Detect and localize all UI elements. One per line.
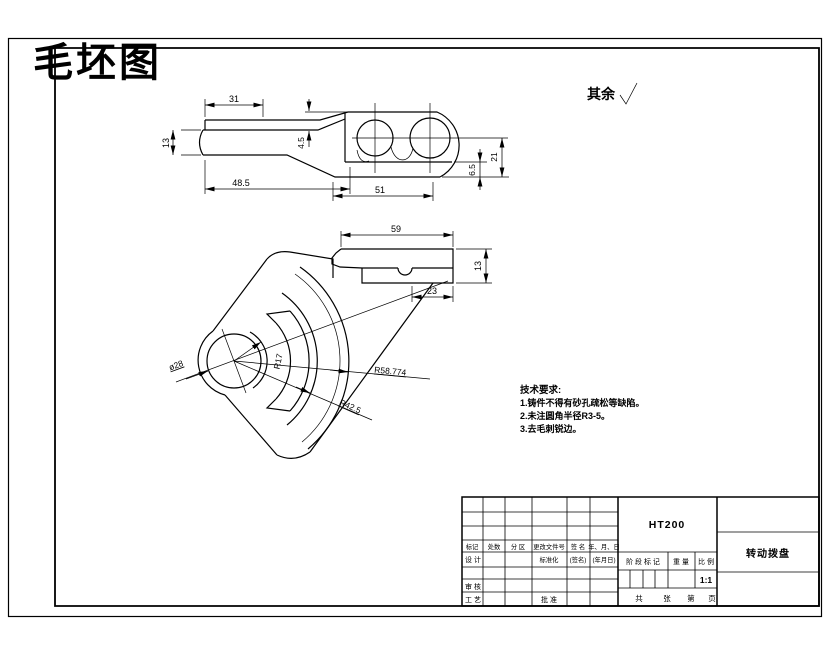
slot-top-cap	[265, 310, 291, 324]
ext-65	[442, 161, 509, 178]
inner-frame	[54, 47, 820, 607]
leader-dia28-arrow	[185, 370, 209, 380]
roughness-icon	[619, 82, 638, 105]
slot-bottom-cap	[265, 398, 291, 412]
date-label: (年月日)	[592, 555, 615, 564]
head-block-left-jog	[331, 248, 363, 269]
title-block: HT200 转动拨盘 1:1 标记 处数 分 区 更改文件号 签 名 年、月、日…	[461, 496, 820, 607]
top-view-dimensions: 31 13 4.5 48.5 51 6.5 21	[161, 94, 509, 201]
leader-r425-arrow	[295, 386, 311, 394]
tech-req-title: 技术要求:	[520, 384, 561, 396]
bar-bottom-edge	[203, 154, 440, 178]
head-block-outline	[341, 248, 454, 284]
part-name: 转动拨盘	[746, 547, 790, 560]
front-view: ø28 R17 R58.774 R42.5 59 13 23	[167, 224, 492, 459]
header-zone: 分 区	[511, 542, 525, 551]
header-count: 处数	[488, 542, 501, 551]
page-ordinal-label: 第	[687, 593, 695, 603]
bar-top-edge	[203, 118, 346, 131]
dim-head-width: 59	[391, 224, 401, 234]
dim-head-length: 51	[375, 185, 385, 195]
title-block-major-dividers	[617, 497, 718, 606]
fan-top-lobe	[266, 251, 291, 260]
web-fillet-left	[356, 149, 370, 163]
name-section-rows	[717, 531, 819, 573]
main-axis-centerline	[175, 280, 449, 383]
top-view-upper-outline	[205, 111, 460, 178]
scale-label: 比 例	[698, 557, 714, 566]
outer-face-arc	[299, 266, 350, 450]
fan-lower-left-edge	[224, 394, 278, 456]
dim-bar-height: 13	[161, 138, 171, 148]
revision-table-columns	[482, 497, 591, 606]
leader-r17-arrow	[233, 341, 262, 362]
page-label: 页	[708, 594, 716, 603]
sheet-total-label: 共	[635, 594, 643, 603]
stage-mark-label: 阶 段 标 记	[626, 557, 660, 566]
technical-requirements: 技术要求: 1.铸件不得有砂孔疏松等缺陷。 2.未注圆角半径R3-5。 3.去毛…	[520, 384, 645, 434]
dim-arm-length: 48.5	[232, 178, 250, 188]
process-label: 工 艺	[465, 596, 481, 604]
stage-mark-cells	[629, 570, 656, 588]
header-signature: 签 名	[571, 542, 585, 551]
dim-mid-radius: R42.5	[338, 397, 363, 415]
fan-upper-left-edge	[212, 258, 268, 332]
title-block-border	[461, 496, 820, 607]
slot-inner-arc	[275, 322, 292, 400]
outer-frame	[7, 37, 823, 618]
tech-req-item-1: 1.铸件不得有砂孔疏松等缺陷。	[520, 397, 645, 408]
inner-face-arc	[249, 331, 268, 389]
slot-outer-arc	[289, 310, 310, 412]
tech-req-item-2: 2.未注圆角半径R3-5。	[520, 410, 610, 421]
material-value: HT200	[649, 519, 686, 531]
dim-outer-radius: R58.774	[374, 365, 407, 378]
bar-round-end	[198, 129, 204, 156]
mid-face-arc	[281, 292, 318, 426]
leader-r58-arrow	[329, 368, 349, 374]
signature-label: (签名)	[570, 555, 587, 564]
dim-boss-offset: 23	[427, 286, 437, 296]
surface-note-text: 其余	[587, 86, 616, 102]
dim-head-thickness: 13	[473, 261, 483, 271]
standardization-label: 标准化	[540, 555, 560, 564]
design-label: 设 计	[465, 555, 481, 564]
center-section-columns	[667, 552, 696, 588]
front-view-dimensions: 59 13 23	[340, 224, 492, 302]
dim-hub-diameter: ø28	[167, 358, 184, 372]
center-section-rows	[618, 551, 717, 589]
fan-bottom-lobe	[276, 451, 311, 459]
surface-note: 其余	[587, 82, 638, 105]
page-title: 毛坯图	[33, 41, 162, 85]
dim-flange-height: 6.5	[467, 164, 477, 176]
check-label: 审 核	[465, 582, 481, 591]
fan-neck-edge	[289, 251, 334, 278]
approve-label: 批 准	[541, 595, 557, 604]
head-shoulder-line	[362, 267, 453, 276]
dim-step-width: 31	[229, 94, 239, 104]
dim-head-height: 21	[489, 152, 499, 162]
top-view: 31 13 4.5 48.5 51 6.5 21	[161, 94, 509, 201]
header-date: 年、月、日	[588, 542, 619, 551]
web-fillet-mid	[390, 146, 414, 161]
front-view-leaders: ø28 R17 R58.774 R42.5	[167, 341, 431, 421]
header-change-doc: 更改文件号	[533, 542, 564, 551]
rim-inner-arc	[294, 273, 341, 443]
sheet-count-label: 张	[663, 594, 671, 603]
hub-surround-arc	[197, 330, 226, 396]
weight-label: 重 量	[673, 558, 689, 566]
revision-table-rows	[462, 511, 618, 593]
dim-step-height: 4.5	[296, 137, 306, 149]
scale-value: 1:1	[700, 575, 713, 585]
header-mark: 标记	[466, 542, 479, 551]
ext-13	[181, 129, 201, 156]
dim-inner-radius: R17	[272, 352, 285, 370]
ext-31	[204, 99, 264, 117]
tech-req-item-3: 3.去毛刺锐边。	[520, 423, 582, 434]
hub-circle	[206, 333, 262, 389]
